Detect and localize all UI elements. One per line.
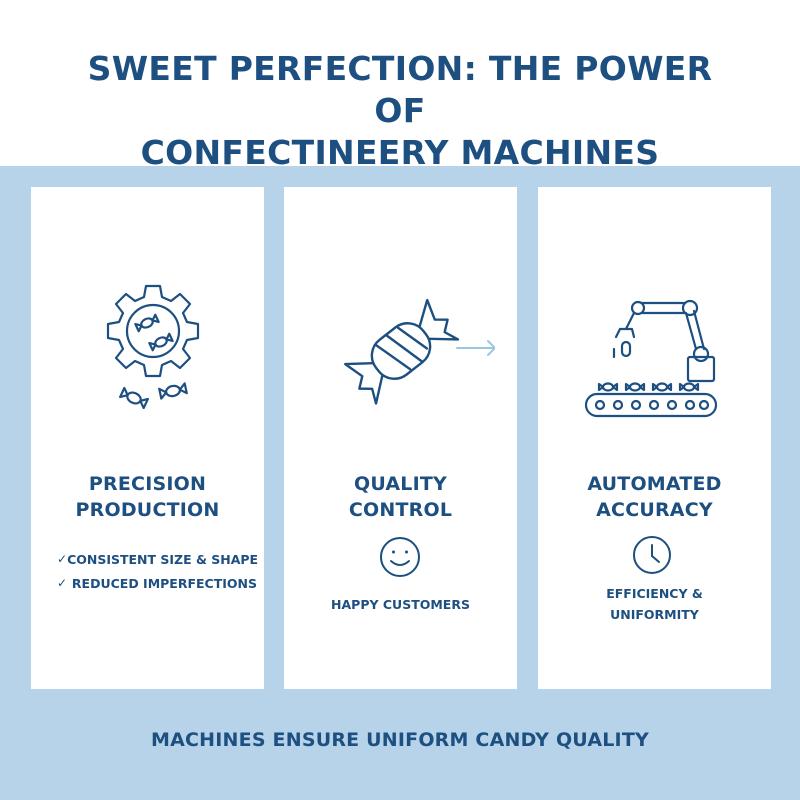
card-title-line-2: ACCURACY	[596, 499, 713, 521]
wrapped-candy-icon	[284, 187, 517, 447]
checkmark-icon: ✓	[57, 576, 68, 590]
card-title: AUTOMATED ACCURACY	[538, 471, 771, 523]
card-title-line-1: QUALITY	[354, 473, 447, 495]
card-title-line-2: CONTROL	[348, 499, 453, 521]
page-title: SWEET PERFECTION: THE POWER OF CONFECTIN…	[60, 48, 740, 174]
card-quality-control: QUALITY CONTROL HAPPY CUSTOMERS	[284, 187, 517, 689]
card-title-line-2: PRODUCTION	[75, 499, 220, 521]
list-item: ✓ REDUCED IMPERFECTIONS	[57, 571, 257, 595]
clock-icon	[633, 536, 671, 574]
card-title-line-1: AUTOMATED	[587, 473, 722, 495]
card-automated-accuracy: AUTOMATED ACCURACY EFFICIENCY & UNIFORMI…	[538, 187, 771, 689]
caption-line-1: EFFICIENCY &	[606, 586, 703, 601]
caption: EFFICIENCY & UNIFORMITY	[538, 583, 771, 625]
card-precision-production: PRECISION PRODUCTION ✓ CONSISTENT SIZE &…	[31, 187, 264, 689]
caption: HAPPY CUSTOMERS	[331, 597, 470, 612]
card-title: QUALITY CONTROL	[284, 471, 517, 523]
list-item-text: REDUCED IMPERFECTIONS	[71, 575, 257, 591]
list-item: ✓ CONSISTENT SIZE & SHAPE	[57, 547, 259, 571]
card-title: PRECISION PRODUCTION	[31, 471, 264, 523]
robotic-arm-conveyor-icon	[538, 187, 771, 447]
gear-with-candies-icon	[31, 187, 264, 447]
title-line-2: CONFECTINEERY MACHINES	[140, 133, 660, 172]
checkmark-icon: ✓	[57, 552, 68, 566]
arrow-right-icon	[456, 340, 495, 356]
list-item-text: CONSISTENT SIZE & SHAPE	[67, 551, 259, 567]
caption-line-2: UNIFORMITY	[610, 607, 699, 622]
title-line-1: SWEET PERFECTION: THE POWER OF	[87, 49, 713, 130]
smiley-face-icon	[380, 537, 420, 577]
feature-list: ✓ CONSISTENT SIZE & SHAPE ✓ REDUCED IMPE…	[57, 547, 259, 595]
header: SWEET PERFECTION: THE POWER OF CONFECTIN…	[0, 0, 800, 172]
footer-tagline: MACHINES ENSURE UNIFORM CANDY QUALITY	[151, 729, 649, 751]
card-title-line-1: PRECISION	[88, 473, 207, 495]
content-panel: PRECISION PRODUCTION ✓ CONSISTENT SIZE &…	[0, 166, 800, 800]
